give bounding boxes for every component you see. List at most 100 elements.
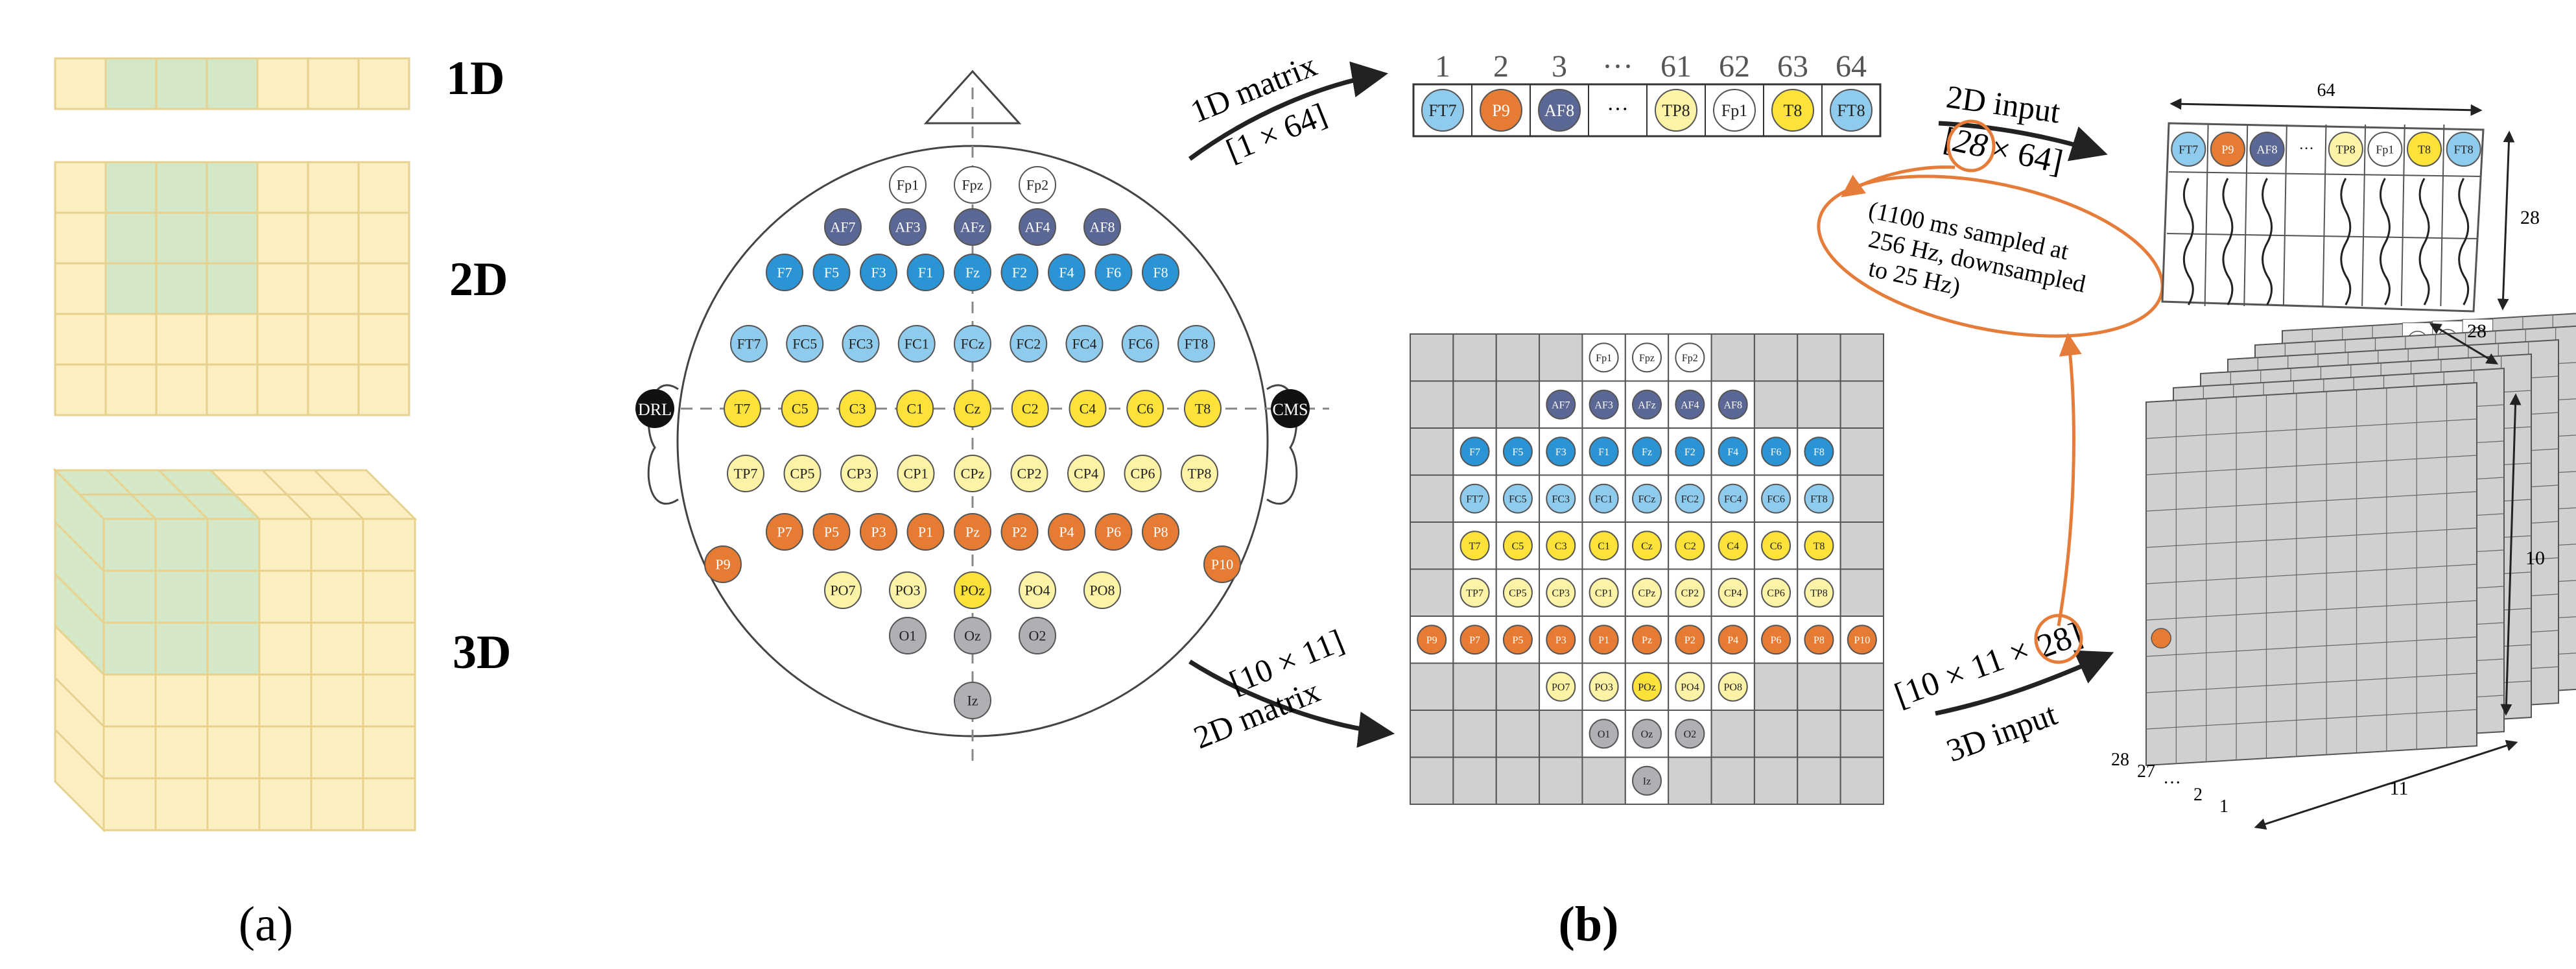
input-3d-height-arrow bbox=[2500, 393, 2522, 716]
matrix-2d-electrode-cz: Cz bbox=[1632, 531, 1662, 561]
input-3d-stack-label-3: 2 bbox=[2193, 785, 2203, 805]
arrow-3d-input: [10 × 11 × 28] 3D input bbox=[1890, 614, 2114, 769]
matrix-1d-cell-5: Fp1 bbox=[1713, 89, 1756, 132]
matrix-2d-electrode-o1-label: O1 bbox=[1598, 729, 1611, 740]
grid-2d-cell bbox=[155, 211, 208, 265]
matrix-2d-cell bbox=[1410, 474, 1454, 523]
matrix-2d-cell bbox=[1452, 380, 1497, 429]
grid-1d-cell bbox=[54, 57, 107, 110]
grid-2d-cell bbox=[206, 161, 259, 214]
matrix-2d-electrode-p10-dot bbox=[1847, 625, 1877, 655]
matrix-2d-electrode-fc6: FC6 bbox=[1761, 483, 1791, 514]
grid-1d-cell bbox=[155, 57, 208, 110]
input-3d-gridline bbox=[2145, 709, 2477, 730]
cube-front-cell bbox=[102, 777, 157, 831]
electrode-cp1-label: CP1 bbox=[904, 466, 928, 482]
matrix-2d-electrode-o2-label: O2 bbox=[1684, 729, 1697, 740]
electrode-fp2-label: Fp2 bbox=[1026, 177, 1048, 193]
matrix-2d-electrode-cp6-label: CP6 bbox=[1767, 588, 1785, 599]
matrix-2d-electrode-fc5: FC5 bbox=[1502, 483, 1533, 514]
ground-right-label: CMS bbox=[1273, 400, 1308, 419]
electrode-cz: Cz bbox=[954, 390, 991, 427]
matrix-2d-cell bbox=[1797, 380, 1841, 429]
electrode-p9: P9 bbox=[704, 545, 742, 583]
matrix-2d-electrode-o1: O1 bbox=[1589, 719, 1619, 749]
electrode-p9-dot bbox=[704, 545, 742, 583]
grid-2d-cell bbox=[307, 211, 360, 265]
input-2d-header-2-label: AF8 bbox=[2257, 143, 2278, 156]
electrode-afz-dot bbox=[954, 208, 991, 246]
electrode-p5-dot bbox=[812, 513, 851, 551]
input-2d-header-6-label: T8 bbox=[2418, 143, 2431, 156]
input-2d-header-1-label: P9 bbox=[2221, 143, 2234, 156]
matrix-1d-cell-7-dot bbox=[1830, 89, 1873, 132]
electrode-p6: P6 bbox=[1094, 513, 1133, 551]
matrix-1d-cell-4-dot bbox=[1655, 89, 1697, 132]
matrix-1d-index-2: 3 bbox=[1552, 49, 1567, 84]
ground-right: CMS bbox=[1271, 389, 1310, 428]
cube-side-gridline bbox=[54, 521, 105, 572]
electrode-tp7: TP7 bbox=[727, 455, 764, 492]
input-2d-header-6: T8 bbox=[2407, 132, 2442, 167]
electrode-fp1-dot bbox=[889, 166, 927, 204]
matrix-2d-electrode-f4-label: F4 bbox=[1727, 447, 1738, 458]
electrode-c2: C2 bbox=[1011, 390, 1049, 427]
matrix-1d-index-0: 1 bbox=[1435, 49, 1450, 84]
input-2d-header-0-label: FT7 bbox=[2179, 143, 2198, 156]
matrix-2d-electrode-p4: P4 bbox=[1718, 625, 1748, 655]
cube-front-cell bbox=[362, 673, 416, 728]
electrode-fpz-dot bbox=[954, 166, 991, 204]
input-2d-col-divider bbox=[2361, 124, 2367, 307]
grid-2d-cell bbox=[307, 363, 360, 416]
grid-2d-cell bbox=[206, 262, 259, 315]
electrode-oz-dot bbox=[954, 617, 991, 654]
input-2d-header-6-dot bbox=[2407, 132, 2442, 167]
matrix-2d-electrode-f5-label: F5 bbox=[1512, 447, 1523, 458]
electrode-cp3-dot bbox=[840, 455, 878, 492]
matrix-2d-electrode-p3: P3 bbox=[1546, 625, 1576, 655]
input-3d-gridline bbox=[2145, 673, 2477, 693]
electrode-cpz-dot bbox=[954, 455, 991, 492]
cube-front-cell bbox=[310, 725, 364, 780]
grid-1d-cell bbox=[104, 57, 158, 110]
grid-1d bbox=[54, 57, 410, 110]
cube-front-cell bbox=[258, 518, 313, 572]
matrix-1d-cell-2-label: AF8 bbox=[1544, 101, 1574, 120]
electrode-p5: P5 bbox=[812, 513, 851, 551]
input-2d-header-7-dot bbox=[2446, 132, 2481, 167]
matrix-2d-electrode-fc1: FC1 bbox=[1589, 483, 1619, 514]
matrix-2d-electrode-fc3-label: FC3 bbox=[1552, 494, 1570, 505]
electrode-fc2: FC2 bbox=[1010, 325, 1048, 363]
matrix-1d-index-7: 64 bbox=[1836, 49, 1867, 84]
electrode-fz-label: Fz bbox=[965, 265, 980, 281]
matrix-2d-electrode-p7: P7 bbox=[1459, 625, 1490, 655]
electrode-c4: C4 bbox=[1069, 390, 1107, 427]
input-2d-header-0-dot bbox=[2171, 132, 2206, 167]
grid-2d-cell bbox=[54, 161, 107, 214]
matrix-2d-electrode-po7: PO7 bbox=[1546, 671, 1576, 702]
cube-front-cell bbox=[102, 725, 157, 780]
electrode-f4-dot bbox=[1048, 254, 1085, 291]
electrode-fc3-dot bbox=[842, 325, 880, 363]
electrode-p10: P10 bbox=[1203, 545, 1241, 583]
electrode-p4-dot bbox=[1048, 513, 1085, 551]
matrix-2d-cell bbox=[1753, 380, 1799, 429]
matrix-2d-electrode-oz-label: Oz bbox=[1641, 729, 1653, 740]
matrix-2d-electrode-fc1-label: FC1 bbox=[1595, 494, 1613, 505]
matrix-2d-electrode-cp4-dot bbox=[1718, 577, 1748, 608]
matrix-2d-electrode-p6: P6 bbox=[1761, 625, 1791, 655]
matrix-2d-electrode-p9: P9 bbox=[1417, 625, 1447, 655]
matrix-2d-electrode-f3-label: F3 bbox=[1555, 447, 1566, 458]
matrix-2d-electrode-c6-label: C6 bbox=[1770, 541, 1782, 552]
matrix-2d-electrode-f6-dot bbox=[1761, 437, 1791, 467]
electrode-po8-dot bbox=[1083, 571, 1121, 609]
matrix-1d-cell-6: T8 bbox=[1771, 89, 1814, 132]
matrix-2d-cell bbox=[1839, 568, 1885, 617]
grid-2d-cell bbox=[307, 313, 360, 366]
electrode-fp2-dot bbox=[1019, 166, 1056, 204]
matrix-2d-electrode-pz-dot bbox=[1632, 625, 1662, 655]
arrow-2d-matrix: [10 × 11] 2D matrix bbox=[1188, 622, 1395, 756]
matrix-2d-electrode-fcz-dot bbox=[1632, 483, 1662, 514]
matrix-2d-electrode-cp4-label: CP4 bbox=[1724, 588, 1742, 599]
matrix-2d-electrode-fc2-dot bbox=[1675, 483, 1705, 514]
